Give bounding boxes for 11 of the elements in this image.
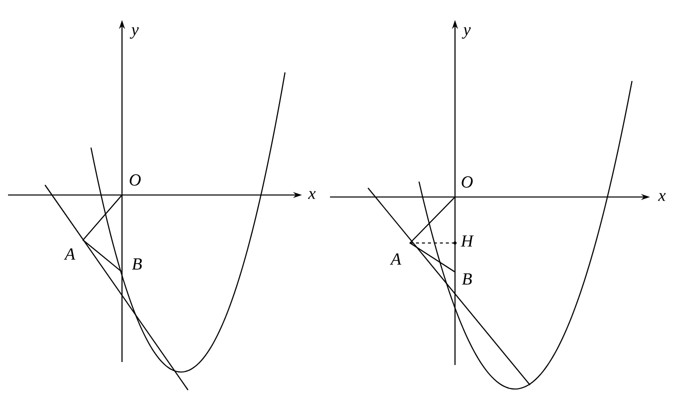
- point-label: B: [132, 258, 142, 270]
- point-label: x: [308, 191, 316, 199]
- point-label: y: [462, 27, 471, 39]
- point-label: y: [130, 27, 139, 39]
- point-label: A: [390, 253, 402, 265]
- point-label: O: [462, 176, 473, 188]
- point-label: B: [462, 273, 472, 285]
- point-label: O: [130, 174, 141, 186]
- point-label: H: [460, 235, 474, 247]
- point-label: x: [658, 193, 666, 201]
- point-label: A: [64, 248, 76, 260]
